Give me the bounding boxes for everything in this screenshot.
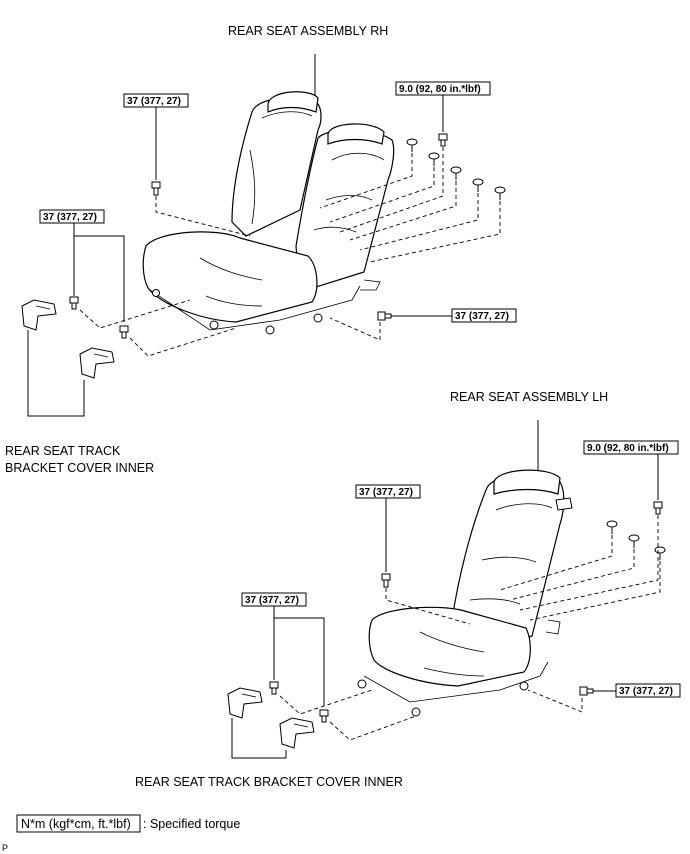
lh-torque-left-bracket: [274, 617, 325, 706]
rh-torque-left: 37 (377, 27): [43, 212, 97, 223]
lh-torque-left: 37 (377, 27): [245, 595, 299, 606]
rh-assembly: REAR SEAT ASSEMBLY RH 37 (377,: [5, 24, 517, 475]
corner-mark: P: [2, 843, 8, 853]
lh-torque-right-top: 9.0 (92, 80 in.*lbf): [587, 443, 669, 454]
lh-bolts-left: [269, 681, 329, 723]
legend: N*m (kgf*cm, ft.*lbf) : Specified torque: [16, 814, 240, 833]
rh-torque-box-left: [39, 209, 105, 224]
lh-seat: [357, 469, 573, 717]
lh-bolt-top: [381, 573, 391, 588]
rh-torque-right-top: 9.0 (92, 80 in.*lbf): [399, 84, 481, 95]
lh-bracket-covers: [227, 687, 315, 749]
legend-unit: N*m (kgf*cm, ft.*lbf): [21, 817, 131, 831]
rh-bracket-covers: [21, 299, 115, 379]
lh-bolt-right: [579, 686, 594, 696]
lh-screws-and-clips: [606, 501, 666, 560]
lh-cover-label: REAR SEAT TRACK BRACKET COVER INNER: [135, 775, 403, 789]
rh-bolt-right: [377, 311, 392, 321]
rh-screws-and-clips: [406, 133, 506, 200]
lh-torque-box-right-top: [583, 440, 679, 455]
lh-assembly: REAR SEAT ASSEMBLY LH 9.0 (92, 80 in.*lb…: [135, 390, 681, 789]
rh-torque-right-bottom: 37 (377, 27): [455, 311, 509, 322]
lh-torque-box-top: [355, 484, 421, 499]
rh-title: REAR SEAT ASSEMBLY RH: [228, 24, 388, 38]
rh-torque-left-bracket: [74, 235, 125, 322]
lh-cover-leader: [231, 718, 287, 759]
lh-torque-top: 37 (377, 27): [359, 487, 413, 498]
rh-bolts-left: [69, 296, 129, 339]
rh-cover-leader: [27, 330, 85, 417]
rh-cover-label-line1: REAR SEAT TRACK: [5, 444, 121, 458]
rh-torque-top: 37 (377, 27): [127, 96, 181, 107]
legend-text: : Specified torque: [143, 817, 240, 831]
lh-title: REAR SEAT ASSEMBLY LH: [450, 390, 608, 404]
rh-cover-label-line2: BRACKET COVER INNER: [5, 461, 154, 475]
rh-seat: [142, 91, 395, 335]
lh-torque-right-bottom: 37 (377, 27): [619, 686, 673, 697]
rh-bolt-top: [151, 181, 161, 196]
legend-unit-box: [16, 814, 141, 833]
